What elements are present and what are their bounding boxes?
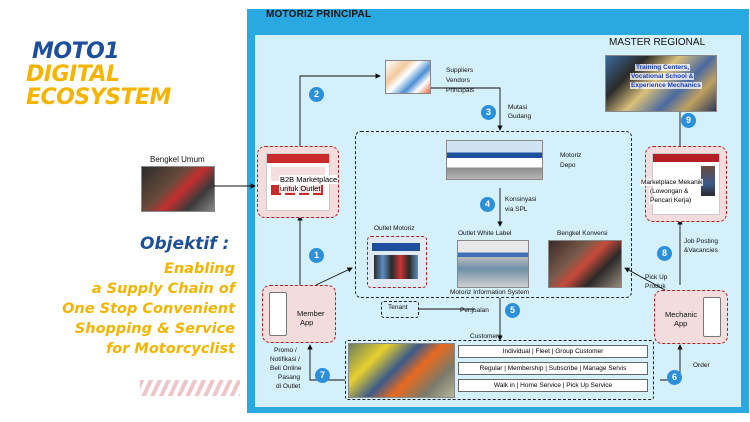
promo-label-1: Promo /	[274, 347, 297, 354]
penjualan-label: Penjualan	[460, 307, 489, 314]
customer-row-1: Individual | Fleet | Group Customer	[458, 345, 648, 358]
konsinyasi-label-2: via SPL	[505, 206, 528, 213]
depo-label-2: Depo	[560, 162, 576, 169]
mechanic-app-label-2: App	[674, 319, 688, 328]
title-ecosystem: ECOSYSTEM	[26, 85, 171, 110]
step-3-badge: 3	[481, 105, 496, 120]
outlet-white-label: Outlet White Label	[458, 230, 512, 237]
konsinyasi-label-1: Konsinyasi	[505, 196, 537, 203]
regional-label: MASTER REGIONAL	[609, 37, 706, 48]
step-7-badge: 7	[315, 368, 330, 383]
bengkel-konversi-image	[548, 240, 622, 288]
step-2-badge: 2	[309, 87, 324, 102]
decorative-stripes	[140, 380, 240, 396]
member-app-label-2: App	[300, 318, 314, 327]
title-digital: DIGITAL	[26, 62, 120, 87]
outlet-white-image	[457, 240, 529, 288]
objective-line-2: a Supply Chain of	[91, 281, 235, 297]
mis-label: Motoriz Information System	[450, 289, 530, 296]
member-app-box	[262, 285, 336, 343]
depo-image	[446, 140, 543, 180]
promo-label-4: Pasang	[278, 374, 301, 381]
promo-label-2: Notifikasi /	[270, 356, 300, 363]
tenant-box	[381, 301, 419, 318]
marketplace-mekanik-box	[645, 146, 727, 222]
customers-photo	[348, 343, 455, 398]
suppliers-label-2: Vendors	[446, 77, 470, 84]
step-1-badge: 1	[309, 248, 324, 263]
tenant-label: Tenant	[388, 304, 408, 311]
objective-line-3: One Stop Convenient	[62, 301, 235, 317]
bengkel-konversi-label: Bengkel Konversi	[557, 230, 608, 237]
outlet-motoriz-label: Outlet Motoriz	[374, 225, 415, 232]
title-moto1: MOTO1	[32, 39, 120, 64]
marketplace-mekanik-label-1: Marketplace Mekanik	[640, 179, 704, 186]
step-5-badge: 5	[505, 303, 520, 318]
marketplace-mekanik-label-2: (Lowongan &	[649, 188, 690, 195]
bengkel-umum-photo	[141, 166, 215, 212]
depo-label-1: Motoriz	[560, 152, 582, 159]
step-6-badge: 6	[667, 370, 682, 385]
job-posting-label-1: Job Posting	[684, 238, 718, 245]
training-label-1: Training Centers,	[635, 64, 691, 71]
customers-region	[345, 340, 654, 400]
order-label: Order	[693, 362, 710, 369]
pickup-label-2: Produk	[645, 283, 666, 290]
marketplace-mekanik-label-3: Pencari Kerja)	[649, 197, 693, 204]
training-label-2: Vocational School &	[630, 73, 695, 80]
b2b-label-1: B2B Marketplace	[279, 175, 339, 184]
customer-row-3: Walk in | Home Service | Pick Up Service	[458, 379, 648, 392]
job-posting-label-2: &Vacancies	[684, 247, 718, 254]
suppliers-label-1: Suppliers	[446, 67, 474, 74]
suppliers-label-3: Principals	[446, 87, 475, 94]
pickup-label-1: Pick Up	[645, 274, 668, 281]
mechanic-app-label-1: Mechanic	[665, 310, 698, 319]
objective-line-1: Enabling	[163, 261, 235, 277]
motoriz-operations-region	[355, 131, 632, 298]
step-8-badge: 8	[657, 246, 672, 261]
training-label-3: Experience Mechanics	[630, 82, 702, 89]
b2b-label-2: untuk Outlet	[279, 184, 322, 193]
member-app-label-1: Member	[297, 309, 325, 318]
customers-label: Customers	[470, 333, 502, 340]
step-9-badge: 9	[681, 113, 696, 128]
customer-row-2: Regular | Membership | Subscribe | Manag…	[458, 362, 648, 375]
mechanic-app-box	[654, 290, 728, 344]
objective-line-5: for Motorcyclist	[105, 341, 235, 357]
principal-label: MOTORIZ PRINCIPAL	[266, 9, 372, 20]
objective-line-4: Shopping & Service	[74, 321, 235, 337]
mutasi-label-1: Mutasi	[508, 104, 528, 111]
step-4-badge: 4	[480, 197, 495, 212]
mutasi-label-2: Gudang	[508, 113, 532, 120]
objective-title: Objektif :	[140, 234, 230, 254]
promo-label-3: Beli Online	[270, 365, 302, 372]
outlet-motoriz-image	[367, 236, 427, 288]
bengkel-umum-label: Bengkel Umum	[150, 155, 205, 164]
promo-label-5: di Outlet	[276, 383, 301, 390]
suppliers-image	[385, 60, 431, 94]
